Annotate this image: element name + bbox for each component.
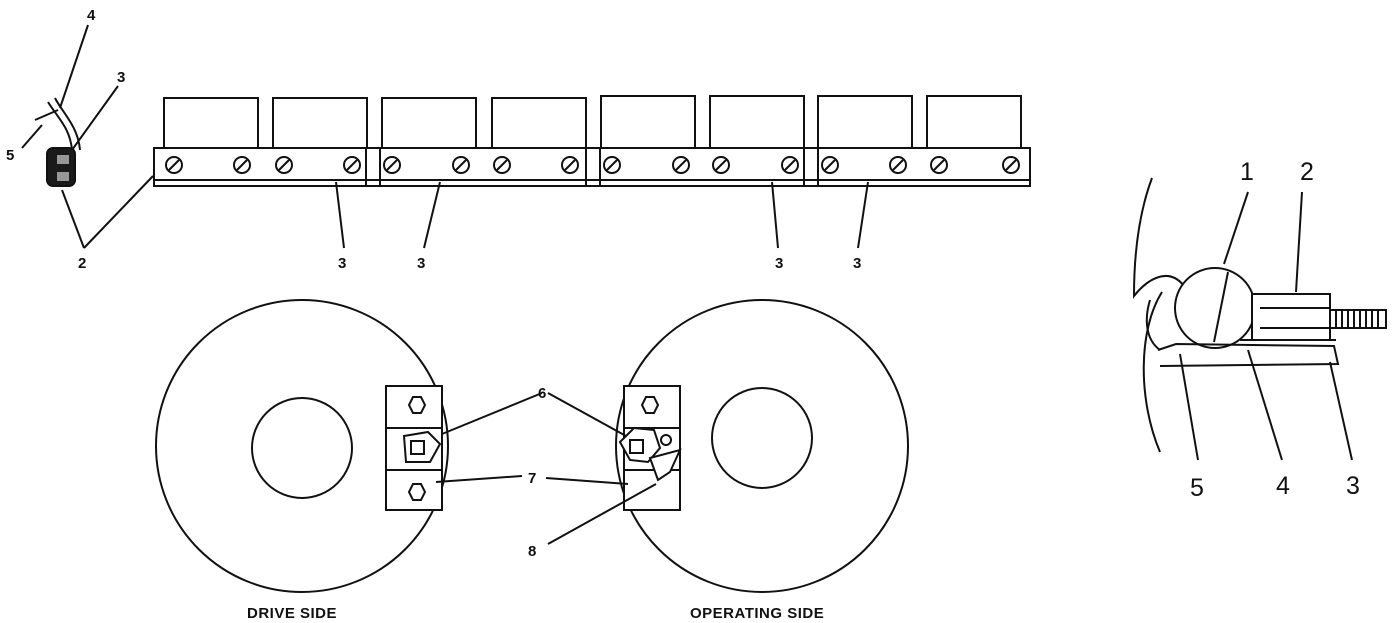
bar-callout-4: 3 (853, 255, 861, 272)
clip-label-2: 2 (78, 255, 86, 272)
drive-side-disc (155, 299, 543, 593)
operating-side-disc (545, 299, 909, 593)
caption-drive-side: DRIVE SIDE (247, 605, 337, 622)
clip-detail: 4 3 5 2 (6, 7, 154, 272)
disc-callout-7: 7 (528, 470, 536, 487)
screw-heads (165, 156, 1020, 174)
roller-label-5: 5 (1190, 474, 1204, 502)
disc-callout-6: 6 (538, 385, 546, 402)
roller-label-4: 4 (1276, 472, 1290, 500)
roller-label-2: 2 (1300, 158, 1314, 186)
bar-callout-2: 3 (417, 255, 425, 272)
clip-label-3: 3 (117, 69, 125, 86)
clip-label-5: 5 (6, 147, 14, 164)
roller-label-1: 1 (1240, 158, 1254, 186)
roller-detail: 1 2 5 4 3 (1132, 158, 1387, 502)
bar-callout-3: 3 (775, 255, 783, 272)
bar-assembly: 3 3 3 3 (153, 95, 1031, 272)
bar-callout-1: 3 (338, 255, 346, 272)
clip-label-4: 4 (87, 7, 96, 24)
roller-label-3: 3 (1346, 472, 1360, 500)
disc-callout-8: 8 (528, 543, 536, 560)
caption-operating-side: OPERATING SIDE (690, 605, 824, 622)
